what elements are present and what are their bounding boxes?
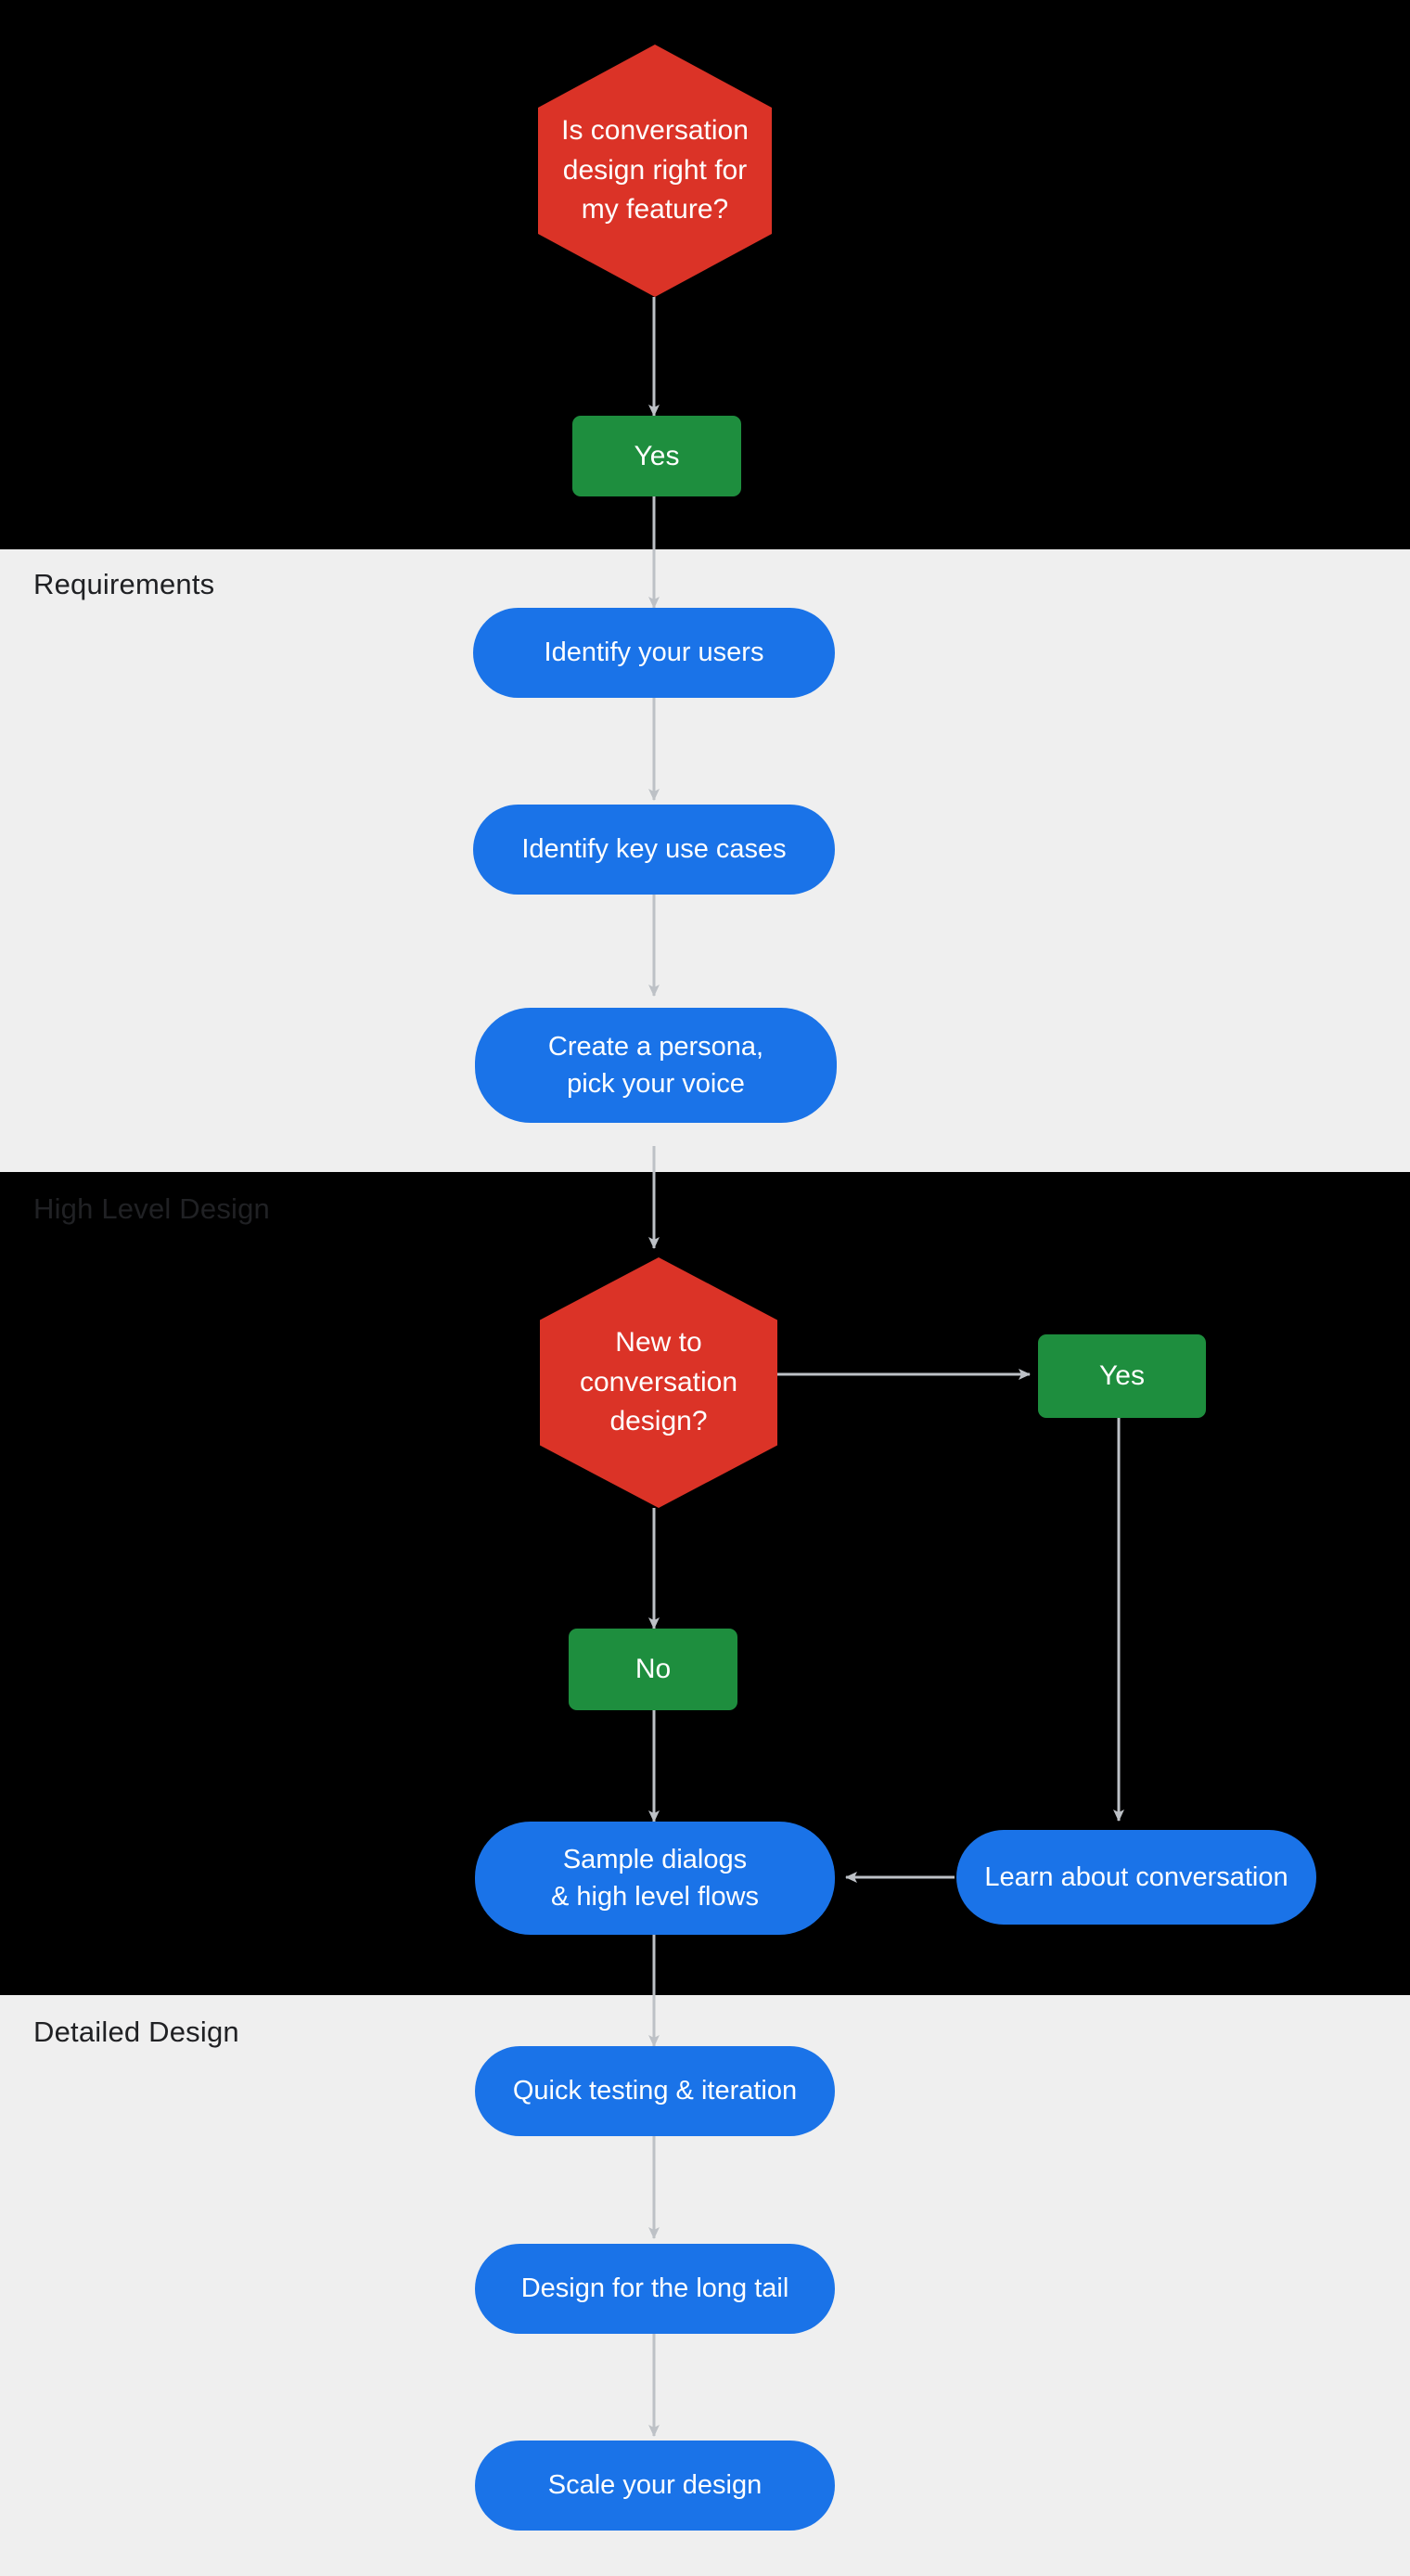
step-node-create-a-persona[interactable]: Create a persona, pick your voice [475,1008,837,1123]
step-node-scale-your-design[interactable]: Scale your design [475,2441,835,2531]
step-node-label: Design for the long tail [520,2273,789,2304]
line-3: design? [609,1406,708,1437]
step-node-learn-about-conversation[interactable]: Learn about conversation [956,1830,1316,1925]
hexagon-shape [538,45,772,297]
line-2: design right for [562,154,748,186]
line-2: conversation [579,1366,738,1397]
answer-node-yes-1[interactable]: Yes [572,416,741,496]
step-node-label: Sample dialogs & high level flows [551,1841,759,1915]
line-2: pick your voice [567,1069,745,1099]
section-label-high-level-design: High Level Design [33,1192,270,1225]
decision-node-new-to-conversation-design[interactable]: New to conversation design? [540,1257,777,1508]
decision-node-label: Is conversation design right for my feat… [545,111,765,230]
line-1: Is conversation [561,115,749,147]
section-label-detailed-design: Detailed Design [33,2016,239,2048]
answer-node-no[interactable]: No [569,1629,737,1710]
step-node-design-for-the-long-tail[interactable]: Design for the long tail [475,2244,835,2334]
step-node-sample-dialogs-high-level-flows[interactable]: Sample dialogs & high level flows [475,1822,835,1935]
step-node-label: Quick testing & iteration [512,2076,798,2106]
line-1: Sample dialogs [562,1844,748,1874]
step-node-label: Learn about conversation [984,1861,1288,1892]
line-1: New to [615,1327,702,1359]
hexagon-shape [540,1257,777,1508]
step-node-identify-your-users[interactable]: Identify your users [473,608,835,698]
step-node-label: Scale your design [547,2470,763,2501]
line-3: my feature? [581,194,729,225]
decision-node-label: New to conversation design? [563,1323,754,1442]
answer-node-label: Yes [634,440,680,471]
answer-node-yes-2[interactable]: Yes [1038,1334,1206,1418]
line-1: Create a persona, [547,1031,764,1062]
answer-node-label: No [634,1654,672,1684]
step-node-label: Identify key use cases [521,834,787,865]
step-node-label: Identify your users [544,638,764,668]
step-node-quick-testing-and-iteration[interactable]: Quick testing & iteration [475,2046,835,2136]
section-label-requirements: Requirements [33,568,215,600]
decision-node-is-conversation-design-right[interactable]: Is conversation design right for my feat… [538,45,772,297]
step-node-identify-key-use-cases[interactable]: Identify key use cases [473,805,835,895]
step-node-label: Create a persona, pick your voice [548,1028,763,1102]
answer-node-label: Yes [1099,1360,1145,1391]
line-2: & high level flows [550,1882,760,1912]
